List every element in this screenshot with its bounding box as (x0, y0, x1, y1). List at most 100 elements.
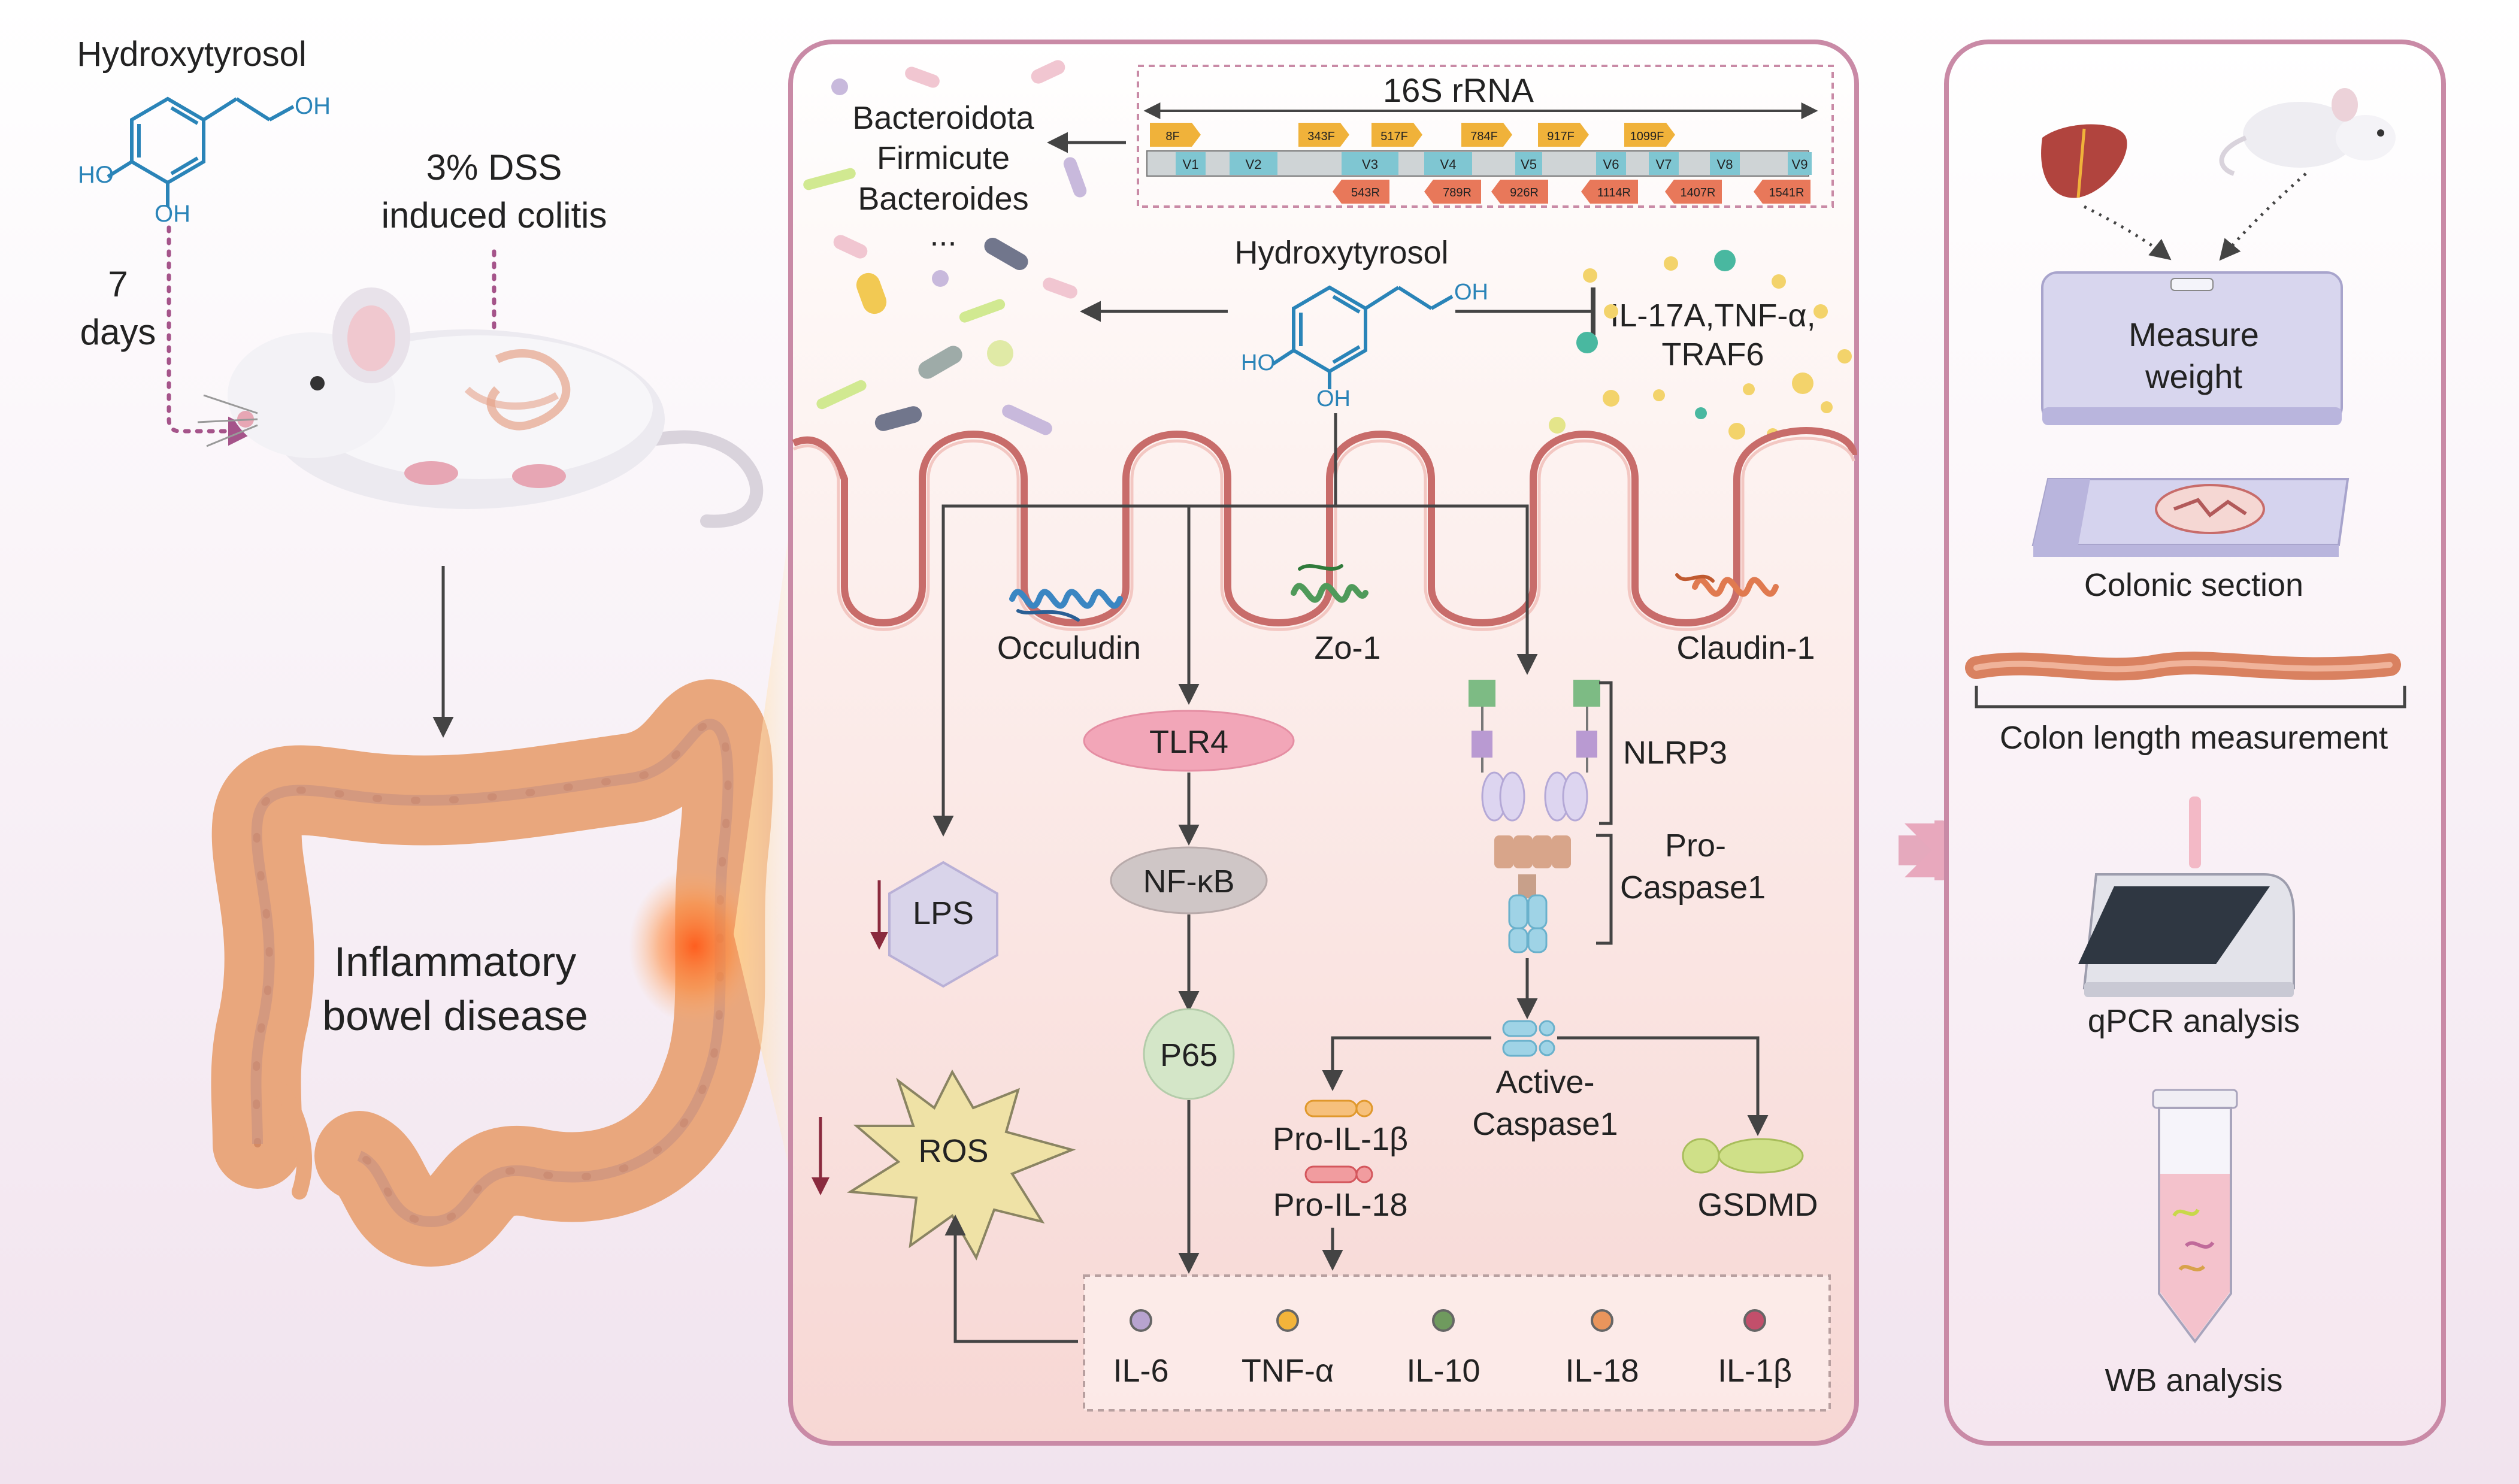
qpcr-machine-icon (2078, 796, 2295, 997)
reverse-primer-label: 1407R (1681, 186, 1716, 199)
cytokine-dot (1591, 1309, 1613, 1332)
oh-label-middle-top: OH (1454, 280, 1488, 305)
lps-label: LPS (913, 895, 974, 931)
reverse-primer-arrow (1754, 180, 1810, 204)
cytokine-dots (1549, 250, 1852, 440)
weight-line-2: weight (2145, 358, 2242, 395)
inhibited-cytokines-line-1: IL-17A,TNF-α, (1610, 298, 1815, 334)
reverse-primer-arrow (1581, 180, 1638, 204)
disease-line-2: bowel disease (322, 992, 588, 1039)
arrow-to-lps (932, 504, 1336, 837)
nfkb-node (1110, 846, 1268, 914)
region-box (1596, 152, 1626, 175)
reverse-primer-label: 926R (1510, 186, 1539, 199)
reverse-primer-arrow (1491, 180, 1548, 204)
cytokine-label: IL-18 (1565, 1353, 1639, 1389)
colon-length-icon (1965, 652, 2406, 708)
reverse-primer-label: 1541R (1769, 186, 1805, 199)
claudin-label: Claudin-1 (1676, 630, 1815, 666)
claudin-protein-icon (1675, 573, 1779, 597)
arrow-to-gsdmd (1557, 1036, 1769, 1136)
middle-compound-label: Hydroxytyrosol (1234, 235, 1448, 271)
region-box (1342, 152, 1398, 175)
mouse-icon-small (2219, 88, 2396, 176)
inhibited-cytokines-line-2: TRAF6 (1661, 337, 1764, 372)
pro-caspase-line-1: Pro- (1665, 828, 1726, 864)
tlr4-node (1083, 710, 1295, 772)
region-label: V4 (1440, 157, 1457, 172)
lps-hexagon (888, 861, 998, 988)
cytokine-legend: IL-6 TNF-α IL-10 IL-18 IL-1β (1113, 1309, 1792, 1389)
forward-primer-arrow (1624, 123, 1675, 147)
region-label: V5 (1521, 157, 1537, 172)
occludin-label: Occuludin (997, 630, 1141, 666)
ros-label: ROS (918, 1133, 988, 1169)
nfkb-label: NF-κB (1143, 864, 1235, 900)
occludin-protein-icon (1009, 589, 1123, 622)
wb-label: WB analysis (2105, 1362, 2282, 1398)
rrna-title: 16S rRNA (1383, 71, 1534, 109)
nlrp3-complex-icon (1469, 680, 1600, 953)
cytokine-dot (1743, 1309, 1766, 1332)
arrow-to-nlrp3 (1336, 504, 1538, 675)
zoom-cone (734, 521, 791, 1174)
forward-primer-arrow (1538, 123, 1589, 147)
region-label: V9 (1792, 157, 1808, 172)
reverse-primer-label: 543R (1351, 186, 1380, 199)
forward-primer-label: 1099F (1630, 130, 1664, 143)
colon-illustration (211, 679, 773, 1267)
region-label: V1 (1183, 157, 1199, 172)
region-box (1710, 152, 1740, 175)
region-label: V8 (1717, 157, 1733, 172)
slide-icon (2031, 478, 2350, 557)
arrow-to-pro-il (1322, 1036, 1491, 1091)
region-box (1424, 152, 1472, 175)
hydroxytyrosol-structure-left (107, 96, 295, 207)
gsdmd-icon (1682, 1138, 1804, 1174)
forward-primer-arrow (1150, 123, 1201, 147)
forward-primer-label: 784F (1470, 130, 1498, 143)
zo1-label: Zo-1 (1314, 630, 1380, 666)
active-caspase-line-2: Caspase1 (1472, 1106, 1618, 1142)
bacteria-label-1: Bacteroidota (852, 100, 1034, 136)
days-number: 7 (108, 264, 128, 304)
region-box (1176, 152, 1206, 175)
cytokine-dot (1130, 1309, 1152, 1332)
reverse-primer-arrow (1424, 180, 1481, 204)
reverse-primer-label: 1114R (1597, 186, 1631, 199)
length-label: Colon length measurement (2000, 720, 2388, 756)
region-box (1230, 152, 1277, 175)
region-box (1788, 152, 1812, 175)
nlrp3-bracket (1599, 681, 1613, 825)
pro-il1b-label: Pro-IL-1β (1273, 1121, 1408, 1157)
arrow-cytokines-to-ros (944, 1215, 1078, 1343)
epithelium-villi (792, 427, 1857, 626)
weight-line-1: Measure (2129, 316, 2259, 353)
cytokine-label: IL-6 (1113, 1353, 1168, 1389)
cytokine-label: IL-10 (1406, 1353, 1480, 1389)
procaspase-bracket (1596, 834, 1613, 945)
oh-label-left-top: OH (295, 93, 331, 119)
region-label: V3 (1362, 157, 1378, 172)
cytokine-label: TNF-α (1242, 1353, 1334, 1389)
ho-label-middle: HO (1241, 350, 1275, 375)
forward-primer-label: 8F (1165, 130, 1179, 143)
forward-primer-arrow (1298, 123, 1349, 147)
oh-label-left-bottom: OH (155, 201, 190, 227)
pro-il18-icon (1304, 1165, 1373, 1183)
days-label: days (80, 312, 156, 352)
reverse-primer-arrow (1665, 180, 1722, 204)
mouse-illustration (197, 287, 764, 528)
gsdmd-label: GSDMD (1698, 1187, 1818, 1223)
pro-caspase-line-2: Caspase1 (1620, 870, 1766, 905)
pro-il1b-icon (1304, 1100, 1373, 1117)
forward-primer-label: 343F (1307, 130, 1335, 143)
right-panel: Measure weight Colonic section Colon len… (1944, 40, 2446, 1446)
cytokine-box (1083, 1274, 1831, 1412)
forward-primer-label: 517F (1380, 130, 1408, 143)
ho-label-left: HO (78, 162, 114, 188)
bacteria-label-2: Firmicute (877, 140, 1010, 176)
reverse-primer-label: 789R (1443, 186, 1472, 199)
cytokine-label: IL-1β (1718, 1353, 1792, 1389)
